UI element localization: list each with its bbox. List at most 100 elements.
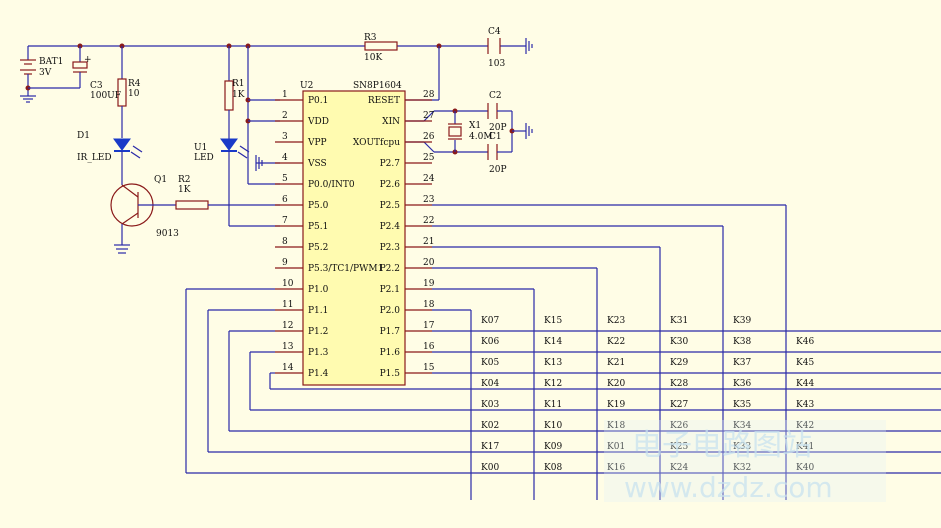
key-label: K34 — [733, 421, 751, 431]
r2-ref: R2 — [178, 175, 191, 185]
pin-number: 2 — [282, 111, 288, 121]
watermark-line1: 电子电路图站 — [632, 428, 812, 463]
q1-ref: Q1 — [154, 175, 167, 185]
key-label: K39 — [733, 316, 751, 326]
pin-number: 23 — [423, 195, 435, 205]
pin-number: 11 — [282, 300, 293, 310]
pin-name: RESET — [368, 96, 400, 106]
key-label: K22 — [607, 337, 625, 347]
resistor-r1 — [224, 43, 234, 139]
key-label: K28 — [670, 379, 688, 389]
pin-name: P2.1 — [380, 285, 400, 295]
q1-value: 9013 — [156, 229, 179, 239]
pin-name: P1.0 — [308, 285, 329, 295]
key-label: K27 — [670, 400, 688, 410]
key-label: K16 — [607, 463, 625, 473]
pin-number: 15 — [423, 363, 435, 373]
c2-ref: C2 — [489, 91, 502, 101]
key-label: K09 — [544, 442, 562, 452]
key-label: K07 — [481, 316, 499, 326]
key-label: K05 — [481, 358, 499, 368]
pin-name: P1.5 — [380, 369, 401, 379]
key-label: K36 — [733, 379, 751, 389]
c3-ref: C3 — [90, 81, 103, 91]
c2-value: 20P — [489, 123, 507, 133]
pin-number: 3 — [282, 132, 288, 142]
pin-number: 7 — [282, 216, 288, 226]
resistor-r3 — [364, 41, 442, 101]
pin-name: P2.5 — [380, 201, 401, 211]
pin-name: P1.7 — [380, 327, 401, 337]
pin-number: 6 — [282, 195, 288, 205]
r4-value: 10 — [128, 89, 140, 99]
pin-number: 10 — [282, 279, 294, 289]
ground-icon — [525, 123, 533, 139]
key-label: K41 — [796, 442, 814, 452]
key-label: K24 — [670, 463, 688, 473]
key-label: K26 — [670, 421, 688, 431]
resistor-r4 — [117, 43, 127, 138]
pin-name: P5.2 — [308, 243, 328, 253]
pin-name: P2.0 — [380, 306, 401, 316]
chip-u2 — [302, 90, 406, 386]
pin-number: 9 — [282, 258, 288, 268]
pin-name: P5.0 — [308, 201, 329, 211]
pin-name: VSS — [307, 159, 327, 169]
r3-value: 10K — [364, 53, 382, 63]
pin-name: P2.4 — [380, 222, 401, 232]
chip-pins: 1P0.12VDD3VPP4VSS5P0.0/INT06P5.07P5.18P5… — [275, 90, 435, 379]
key-label: K18 — [607, 421, 625, 431]
key-label: K06 — [481, 337, 499, 347]
pin-number: 19 — [423, 279, 435, 289]
key-label: K02 — [481, 421, 499, 431]
pin-number: 14 — [282, 363, 294, 373]
pin-number: 1 — [282, 90, 288, 100]
pin-name: P2.2 — [380, 264, 400, 274]
pin-name: P2.7 — [380, 159, 401, 169]
pin-name: P2.3 — [380, 243, 401, 253]
key-label: K37 — [733, 358, 751, 368]
pin-name: VDD — [307, 117, 329, 127]
u1-ref: U1 — [194, 143, 207, 153]
pin-name: XIN — [382, 117, 400, 127]
r3-ref: R3 — [364, 33, 377, 43]
pin-name: P1.6 — [380, 348, 401, 358]
watermark-line2: www.dzdz.com — [624, 471, 833, 504]
pin-name: P1.2 — [308, 327, 328, 337]
u2-part: SN8P1604 — [353, 81, 402, 91]
pin-number: 20 — [423, 258, 435, 268]
d1-value: IR_LED — [77, 153, 112, 163]
d1-ref: D1 — [77, 131, 90, 141]
key-label: K08 — [544, 463, 562, 473]
pin-number: 25 — [423, 153, 435, 163]
key-label: K14 — [544, 337, 562, 347]
key-label: K25 — [670, 442, 688, 452]
transistor-q1 — [110, 183, 176, 254]
pin-name: P5.3/TC1/PWM1 — [308, 264, 383, 274]
key-label: K19 — [607, 400, 625, 410]
pin-number: 4 — [282, 153, 288, 163]
key-label: K44 — [796, 379, 814, 389]
pin-number: 21 — [423, 237, 434, 247]
key-label: K00 — [481, 463, 499, 473]
r2-value: 1K — [178, 185, 191, 195]
r4-ref: R4 — [128, 79, 141, 89]
pin-number: 8 — [282, 237, 288, 247]
battery-bat1 — [20, 46, 80, 96]
pin-number: 27 — [423, 111, 435, 121]
pin-number: 13 — [282, 342, 294, 352]
u1-value: LED — [194, 153, 214, 163]
pin-name: P1.1 — [308, 306, 328, 316]
capacitor-c4 — [487, 38, 501, 54]
key-label: K40 — [796, 463, 814, 473]
key-label: K12 — [544, 379, 562, 389]
c1-ref: C1 — [489, 132, 502, 142]
pin-name: P0.1 — [308, 96, 328, 106]
capacitor-c3: + — [72, 43, 92, 88]
key-label: K46 — [796, 337, 814, 347]
key-label: K01 — [607, 442, 625, 452]
key-label: K03 — [481, 400, 499, 410]
key-label: K42 — [796, 421, 814, 431]
svg-text:+: + — [84, 55, 92, 65]
